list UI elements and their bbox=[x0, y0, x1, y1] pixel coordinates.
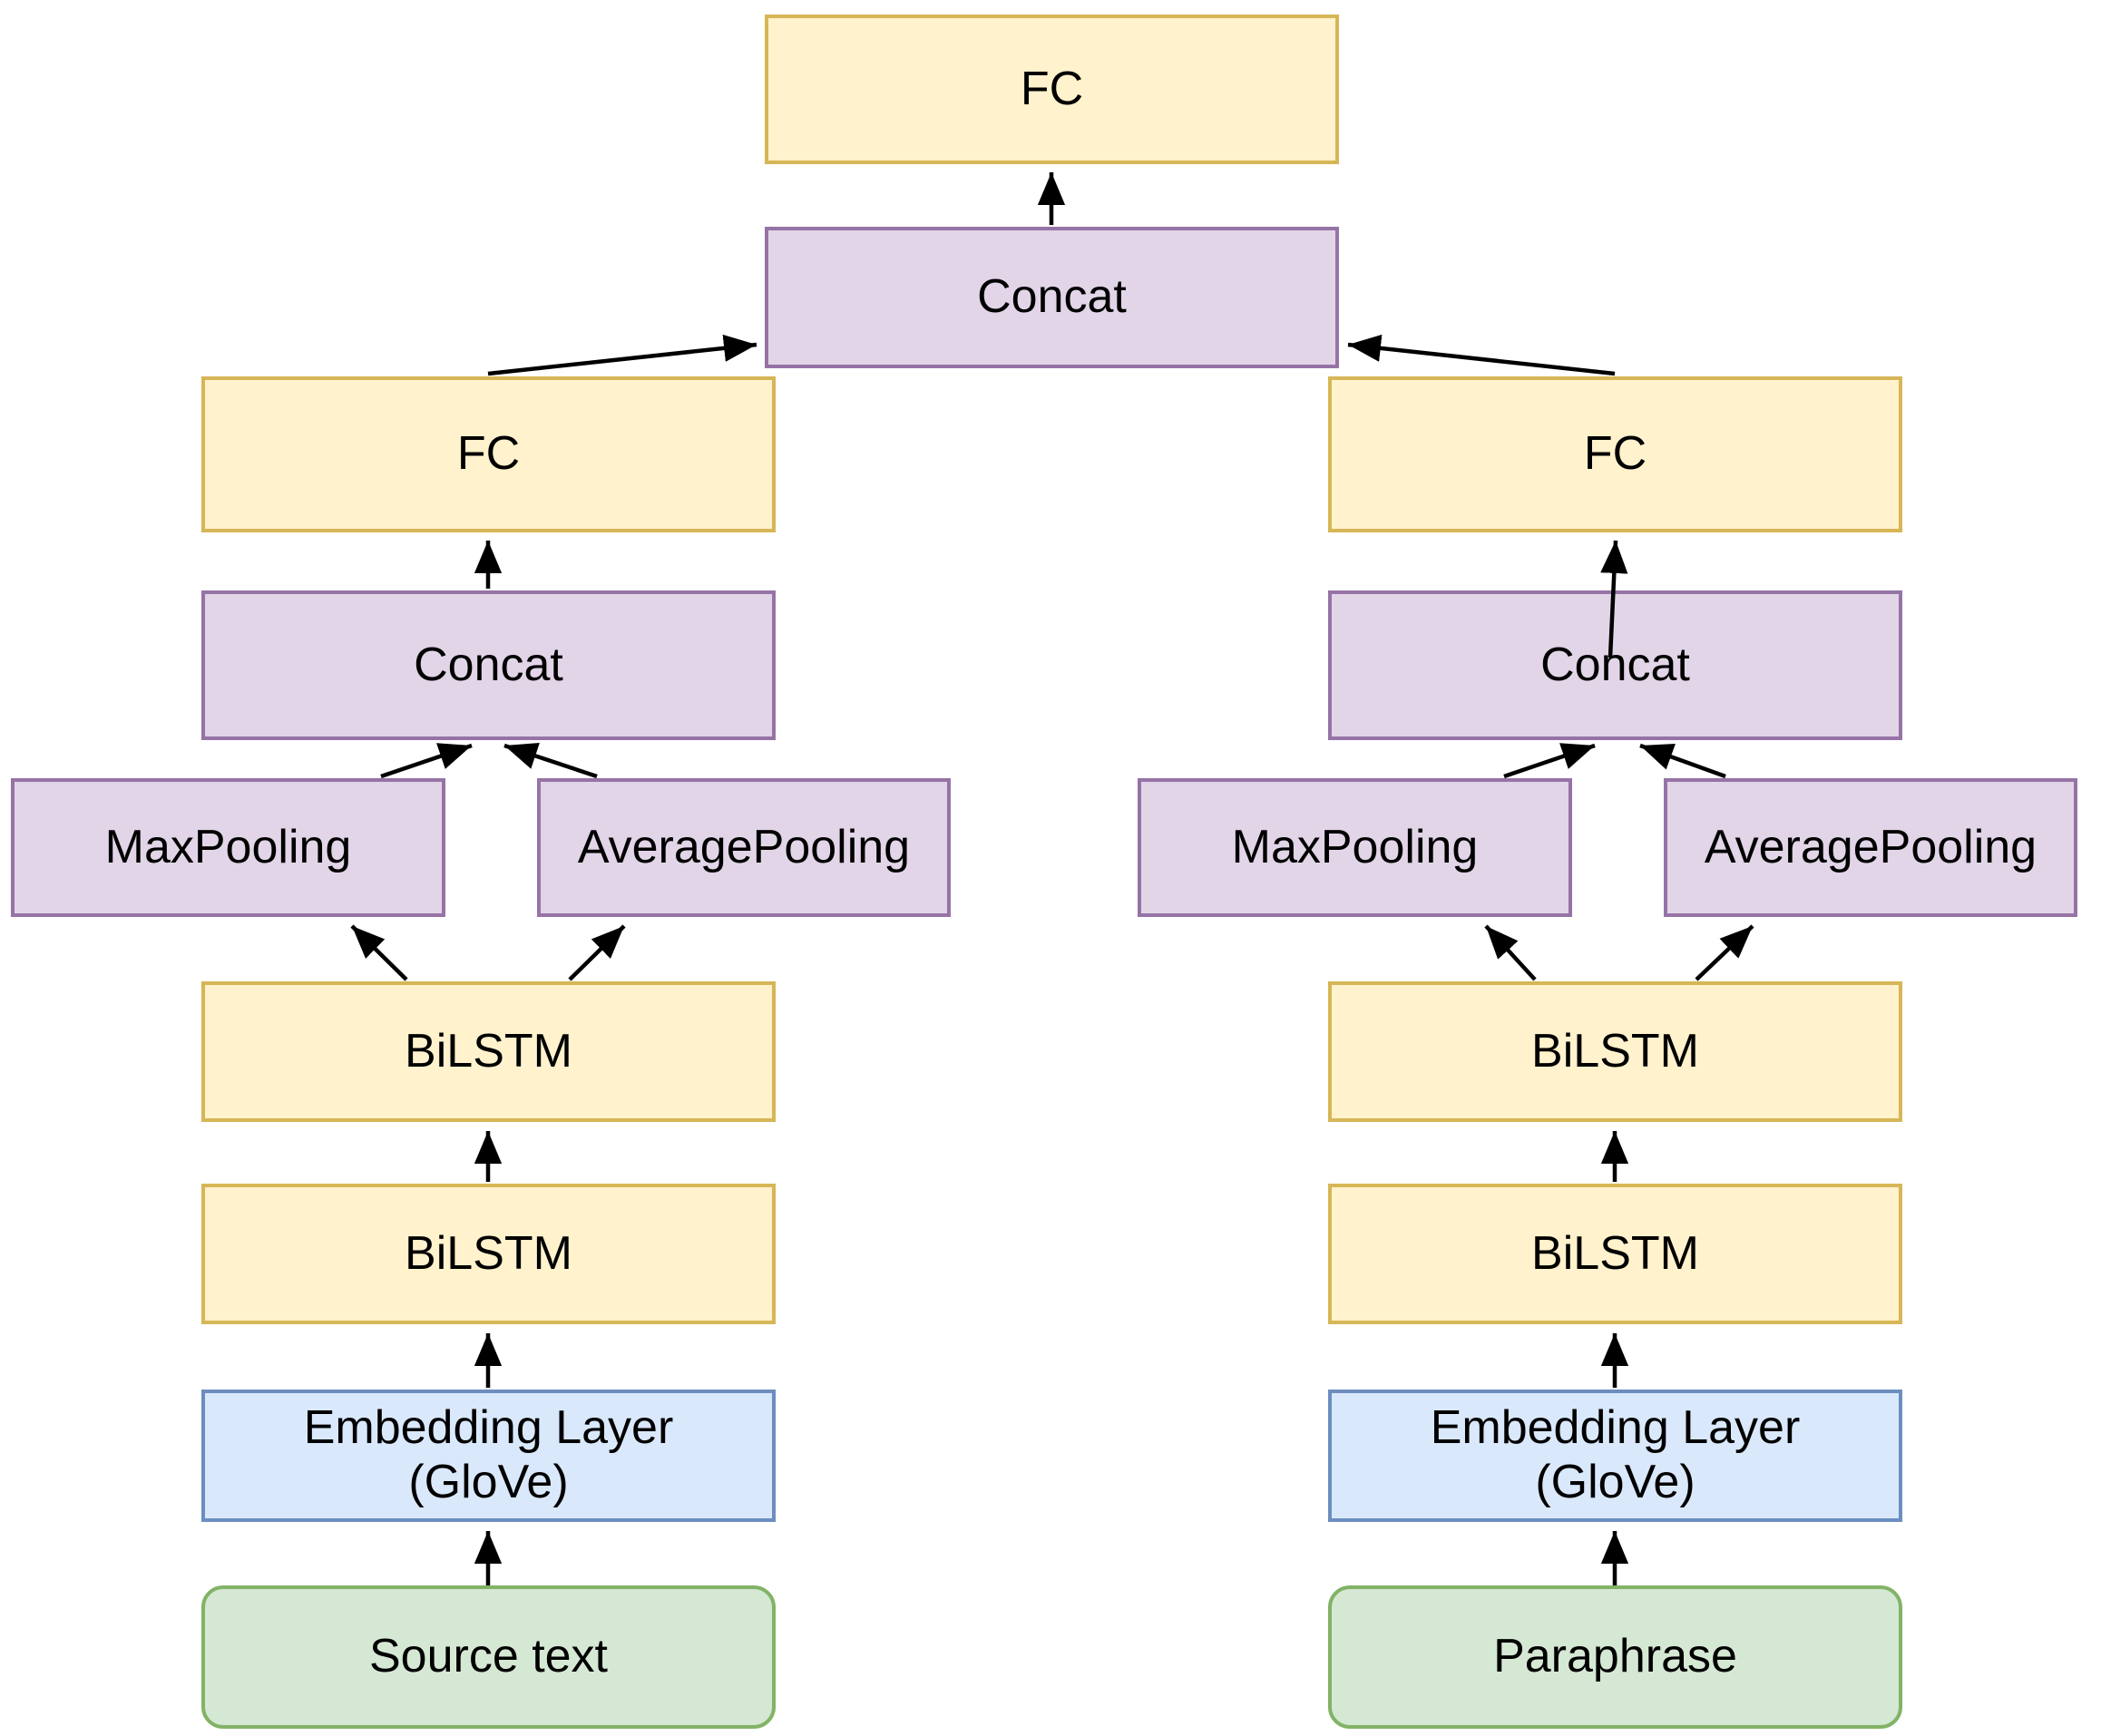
node-source-text: Source text bbox=[201, 1585, 776, 1729]
node-concat-right-label: Concat bbox=[1540, 638, 1690, 691]
node-paraphrase-label: Paraphrase bbox=[1493, 1630, 1737, 1683]
node-fc-right-label: FC bbox=[1583, 427, 1647, 481]
node-concat-left: Concat bbox=[201, 590, 776, 740]
arrow-bilstm-to-maxpooling-right bbox=[1484, 924, 1537, 981]
node-fc-left-label: FC bbox=[456, 427, 521, 481]
node-bilstm-lower-left: BiLSTM bbox=[201, 1184, 776, 1324]
node-bilstm-lower-right-label: BiLSTM bbox=[1531, 1226, 1699, 1280]
arrow-averagepooling-to-concat-right bbox=[1639, 743, 1726, 779]
arrow-maxpooling-to-concat-right bbox=[1503, 743, 1596, 779]
arrow-bilstm-to-averagepooling-right bbox=[1695, 924, 1754, 981]
node-bilstm-upper-left-label: BiLSTM bbox=[405, 1024, 572, 1078]
arrow-bilstm-to-averagepooling-left bbox=[568, 924, 626, 981]
node-bilstm-lower-left-label: BiLSTM bbox=[405, 1226, 572, 1280]
node-maxpooling-right-label: MaxPooling bbox=[1231, 820, 1479, 873]
arrow-fc-left-to-concat-output bbox=[487, 334, 757, 376]
arrow-bilstm-to-maxpooling-left bbox=[350, 924, 408, 981]
node-maxpooling-left-label: MaxPooling bbox=[104, 820, 352, 873]
node-embedding-right-line1: Embedding Layer bbox=[1430, 1401, 1801, 1455]
node-maxpooling-left: MaxPooling bbox=[11, 778, 445, 917]
node-bilstm-lower-right: BiLSTM bbox=[1328, 1184, 1902, 1324]
node-embedding-left-line1: Embedding Layer bbox=[303, 1401, 674, 1455]
arrow-maxpooling-to-concat-left bbox=[380, 743, 473, 779]
arrow-fc-right-to-concat-output bbox=[1347, 334, 1616, 376]
node-averagepooling-left-label: AveragePooling bbox=[577, 820, 911, 873]
node-bilstm-upper-left: BiLSTM bbox=[201, 981, 776, 1122]
node-concat-output-label: Concat bbox=[977, 270, 1127, 324]
node-bilstm-upper-right: BiLSTM bbox=[1328, 981, 1902, 1122]
node-paraphrase: Paraphrase bbox=[1328, 1585, 1902, 1729]
node-concat-output: Concat bbox=[765, 227, 1339, 368]
node-fc-left: FC bbox=[201, 376, 776, 532]
node-averagepooling-right-label: AveragePooling bbox=[1704, 820, 2037, 873]
node-embedding-right: Embedding Layer (GloVe) bbox=[1328, 1390, 1902, 1522]
node-averagepooling-right: AveragePooling bbox=[1664, 778, 2077, 917]
node-fc-output-label: FC bbox=[1020, 62, 1084, 115]
node-embedding-right-line2: (GloVe) bbox=[1535, 1456, 1695, 1508]
node-maxpooling-right: MaxPooling bbox=[1138, 778, 1572, 917]
node-fc-output: FC bbox=[765, 15, 1339, 164]
node-fc-right: FC bbox=[1328, 376, 1902, 532]
node-bilstm-upper-right-label: BiLSTM bbox=[1531, 1024, 1699, 1078]
node-source-text-label: Source text bbox=[368, 1630, 609, 1683]
node-embedding-left: Embedding Layer (GloVe) bbox=[201, 1390, 776, 1522]
node-concat-right: Concat bbox=[1328, 590, 1902, 740]
node-averagepooling-left: AveragePooling bbox=[537, 778, 951, 917]
node-embedding-left-line2: (GloVe) bbox=[408, 1456, 569, 1508]
node-concat-left-label: Concat bbox=[414, 638, 563, 691]
arrow-averagepooling-to-concat-left bbox=[503, 743, 598, 779]
